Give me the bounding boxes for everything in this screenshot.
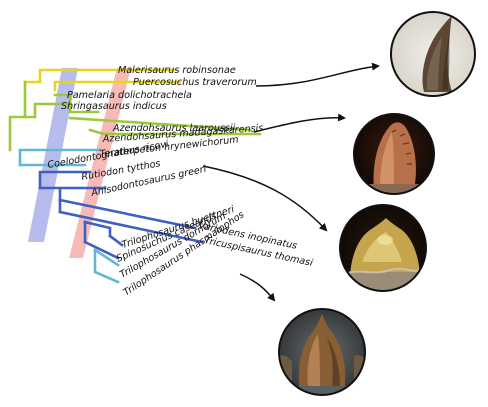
taxon-labels: Malerisaurus robinsonae Puercosuchus tra… <box>47 65 314 298</box>
tooth-photo-4 <box>278 308 366 396</box>
taxon-label: Malerisaurus robinsonae <box>118 65 236 76</box>
tooth-4-frame <box>278 308 366 396</box>
phylogenetic-tree <box>8 68 262 284</box>
branch-teraterpeton <box>18 148 102 167</box>
taxon-label: Pamelaria dolichotrachela <box>67 90 192 101</box>
arrows <box>202 62 380 302</box>
arrow-4 <box>239 273 276 302</box>
arrow-2 <box>253 113 346 133</box>
branch-variodens <box>58 198 197 230</box>
tooth-2-frame <box>353 113 435 195</box>
branch-rutiotomodon <box>38 170 92 190</box>
branch-trilophosaurus-buettneri <box>83 220 124 247</box>
branch-root-green <box>8 115 37 152</box>
branch-malerisaurus <box>23 68 177 84</box>
tooth-photo-1 <box>390 11 476 97</box>
branch-shringasaurus <box>23 80 72 119</box>
branch-trilophosaurus-dornorum <box>93 248 120 267</box>
branch-azendohsaurus-laaroussii <box>68 94 252 132</box>
highlight-bands <box>28 68 131 258</box>
taxon-label: Shringasaurus indicus <box>61 101 167 112</box>
tooth-photo-3 <box>339 204 427 292</box>
arrow-1 <box>255 62 380 87</box>
red-band <box>69 68 131 258</box>
branch-azendohsaurus-madagaskarensis <box>88 128 262 136</box>
blue-band <box>28 68 78 242</box>
branch-puercosuchus <box>53 80 182 92</box>
branch-tricuspisaurus <box>58 210 204 244</box>
tooth-photo-2 <box>353 113 435 195</box>
taxon-label: Puercosuchus traverorum <box>133 77 257 88</box>
tooth-1-frame <box>390 11 476 97</box>
tooth-3-frame <box>339 204 427 292</box>
taxon-label: Azendohsaurus laaroussii <box>112 123 236 134</box>
branch-spinosuchus <box>83 220 120 260</box>
arrow-3 <box>202 165 328 232</box>
branch-anisodontosaurus <box>38 186 107 202</box>
branch-trilophosaurus-phasmalophos <box>93 248 120 284</box>
